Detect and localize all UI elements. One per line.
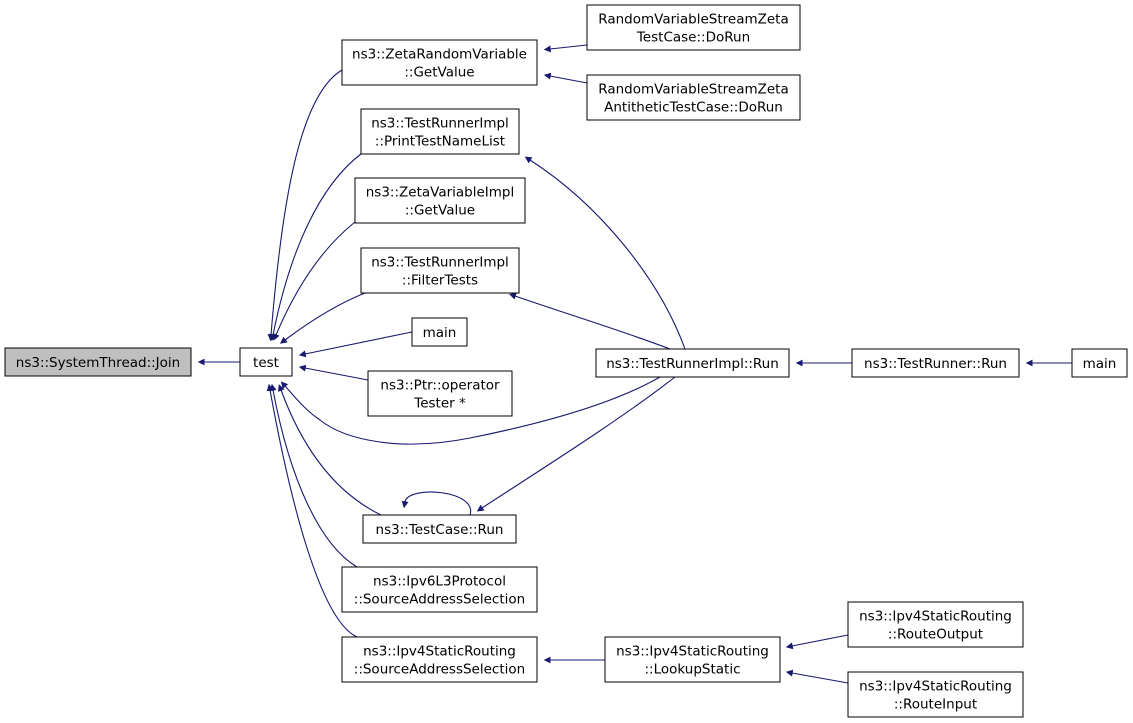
node-label: Tester * [413, 396, 466, 412]
node-box [1071, 348, 1128, 378]
node-box [586, 4, 801, 51]
node-zeta-rv-getvalue[interactable]: ns3::ZetaRandomVariable::GetValue [341, 39, 538, 86]
node-label: ns3::TestCase::Run [376, 522, 504, 538]
edge-printtestnamelist-from-trimpl [524, 156, 686, 350]
edge-test-from-zeta-rv [267, 69, 343, 342]
node-box [360, 247, 520, 294]
node-label: ns3::TestRunnerImpl [371, 116, 509, 132]
edge-test-from-testcase-run [277, 384, 382, 516]
node-label: AntitheticTestCase::DoRun [604, 100, 783, 116]
node-box [362, 514, 517, 544]
node-label: main [423, 325, 457, 341]
node-label: ::SourceAddressSelection [354, 592, 525, 608]
edge-test-from-filtertests [279, 292, 366, 344]
node-box [586, 74, 801, 121]
node-box [341, 566, 538, 613]
node-testcase-run[interactable]: ns3::TestCase::Run [362, 514, 517, 544]
node-label: ::GetValue [405, 203, 475, 219]
node-printtestnamelist[interactable]: ns3::TestRunnerImpl::PrintTestNameList [360, 108, 520, 155]
node-label: ns3::ZetaVariableImpl [366, 185, 515, 201]
node-label: ::LookupStatic [644, 662, 740, 678]
node-label: test [253, 355, 279, 371]
node-box [239, 347, 293, 377]
node-box [847, 671, 1024, 718]
node-test[interactable]: test [239, 347, 293, 377]
node-label: main [1083, 356, 1117, 372]
node-label: ns3::Ptr::operator [380, 378, 500, 394]
edge-zeta-rv-from-rvs-dorun [543, 44, 588, 53]
node-main-a[interactable]: main [411, 317, 468, 347]
node-rvs-zeta-anti-dorun[interactable]: RandomVariableStreamZetaAntitheticTestCa… [586, 74, 801, 121]
edge-test-from-main [298, 331, 413, 358]
node-box [851, 348, 1020, 378]
node-label: ::SourceAddressSelection [354, 662, 525, 678]
node-label: ns3::Ipv6L3Protocol [373, 574, 506, 590]
node-ipv6-sas[interactable]: ns3::Ipv6L3Protocol::SourceAddressSelect… [341, 566, 538, 613]
node-label: ns3::TestRunnerImpl [371, 255, 509, 271]
node-box [341, 636, 538, 683]
edge-test-from-ptr-operator [298, 364, 369, 381]
node-label: ns3::SystemThread::Join [16, 355, 180, 371]
edge-zeta-rv-from-rvs-anti [543, 72, 588, 84]
node-box [360, 108, 520, 155]
node-label: ns3::Ipv4StaticRouting [363, 644, 516, 660]
edge-test-from-ipv6-sas [269, 383, 358, 568]
node-zeta-impl-getvalue[interactable]: ns3::ZetaVariableImpl::GetValue [354, 177, 526, 224]
edge-test-from-printtestnamelist [269, 153, 362, 342]
node-label: ::GetValue [404, 65, 474, 81]
node-box [367, 370, 513, 417]
node-label: ::RouteOutput [888, 627, 983, 643]
node-ipv4-sas[interactable]: ns3::Ipv4StaticRouting::SourceAddressSel… [341, 636, 538, 683]
node-box [604, 636, 781, 683]
node-label: ns3::TestRunner::Run [864, 356, 1007, 372]
node-box [4, 347, 192, 377]
edge-filtertests-from-trimpl [509, 292, 671, 350]
node-box [341, 39, 538, 86]
node-testrunnerimpl-run[interactable]: ns3::TestRunnerImpl::Run [595, 348, 790, 378]
node-ipv4-lookupstatic[interactable]: ns3::Ipv4StaticRouting::LookupStatic [604, 636, 781, 683]
edge-test-from-testrunnerimpl-run [280, 376, 661, 445]
node-label: ::FilterTests [402, 273, 478, 289]
node-box [595, 348, 790, 378]
edge-test-from-ipv4-sas [266, 383, 358, 638]
nodes-layer: ns3::SystemThread::Join test ns3::ZetaRand… [4, 4, 1128, 718]
edge-testcase-run-from-trimpl [476, 376, 676, 512]
node-label: ::PrintTestNameList [375, 134, 505, 150]
node-label: TestCase::DoRun [636, 30, 750, 46]
node-label: ns3::Ipv4StaticRouting [859, 679, 1012, 695]
node-main-b[interactable]: main [1071, 348, 1128, 378]
edge-testcase-run-self [401, 491, 471, 516]
node-testrunner-run[interactable]: ns3::TestRunner::Run [851, 348, 1020, 378]
edges-layer [197, 44, 1072, 684]
node-filtertests[interactable]: ns3::TestRunnerImpl::FilterTests [360, 247, 520, 294]
node-label: RandomVariableStreamZeta [598, 82, 789, 98]
node-label: ns3::Ipv4StaticRouting [859, 609, 1012, 625]
node-label: RandomVariableStreamZeta [598, 12, 789, 28]
node-label: ::RouteInput [894, 697, 977, 713]
node-join[interactable]: ns3::SystemThread::Join [4, 347, 192, 377]
node-box [354, 177, 526, 224]
edge-lookupstatic-from-routeoutput [785, 634, 849, 650]
node-label: ns3::ZetaRandomVariable [352, 47, 527, 63]
node-label: ns3::Ipv4StaticRouting [616, 644, 769, 660]
edge-lookupstatic-from-routeinput [785, 669, 849, 684]
edge-test-from-zeta-impl [273, 221, 356, 341]
node-box [411, 317, 468, 347]
node-ipv4-routeoutput[interactable]: ns3::Ipv4StaticRouting::RouteOutput [847, 601, 1024, 648]
node-box [847, 601, 1024, 648]
node-label: ns3::TestRunnerImpl::Run [606, 356, 779, 372]
node-ipv4-routeinput[interactable]: ns3::Ipv4StaticRouting::RouteInput [847, 671, 1024, 718]
